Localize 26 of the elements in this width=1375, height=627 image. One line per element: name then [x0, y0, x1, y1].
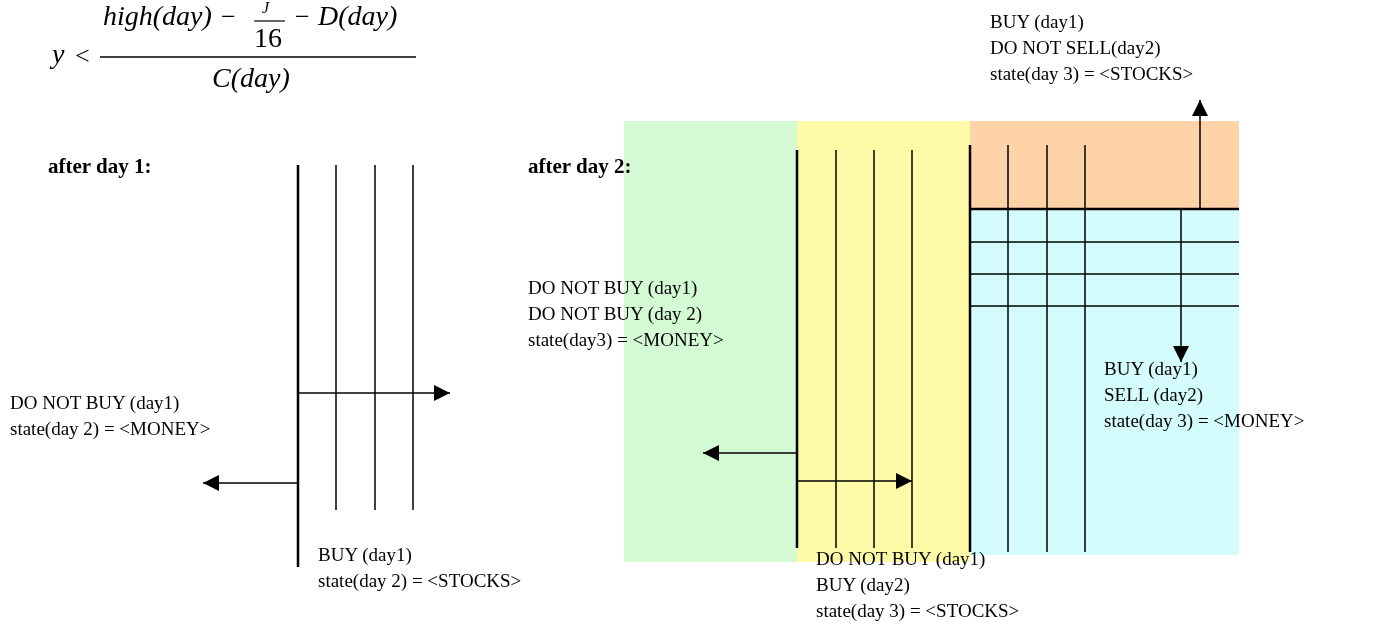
- outcome-text: DO NOT BUY (day1): [10, 393, 180, 412]
- formula-text: D(day): [318, 2, 398, 30]
- outcome-text: BUY (day1): [1104, 359, 1198, 378]
- heading-text: after day 1:: [48, 156, 152, 177]
- formula-text: <: [75, 43, 90, 69]
- outcome-text: BUY (day1): [990, 12, 1084, 31]
- outcome-text: state(day 2) = <STOCKS>: [318, 571, 522, 590]
- outcome-text: SELL (day2): [1104, 385, 1204, 404]
- outcome-text: DO NOT BUY (day1): [528, 278, 698, 297]
- outcome-text: state(day 3) = <MONEY>: [1104, 411, 1305, 430]
- outcome-text: DO NOT SELL(day2): [990, 38, 1161, 57]
- outcome-text: DO NOT BUY (day1): [816, 549, 986, 568]
- outcome-text: state(day 2) = <MONEY>: [10, 419, 211, 438]
- heading-text: after day 2:: [528, 156, 632, 177]
- outcome-text: state(day 3) = <STOCKS>: [816, 601, 1020, 620]
- formula-text: J: [262, 0, 270, 16]
- outcome-text: BUY (day1): [318, 545, 412, 564]
- outcome-text: state(day 3) = <STOCKS>: [990, 64, 1194, 83]
- outcome-text: BUY (day2): [816, 575, 910, 594]
- formula-text: −: [295, 4, 310, 30]
- formula-text: 16: [254, 24, 282, 52]
- formula-text: C(day): [212, 64, 290, 92]
- outcome-text: state(day3) = <MONEY>: [528, 330, 724, 349]
- outcome-text: DO NOT BUY (day 2): [528, 304, 703, 323]
- formula-text: −: [221, 4, 236, 30]
- formula-text: high(day): [103, 2, 212, 30]
